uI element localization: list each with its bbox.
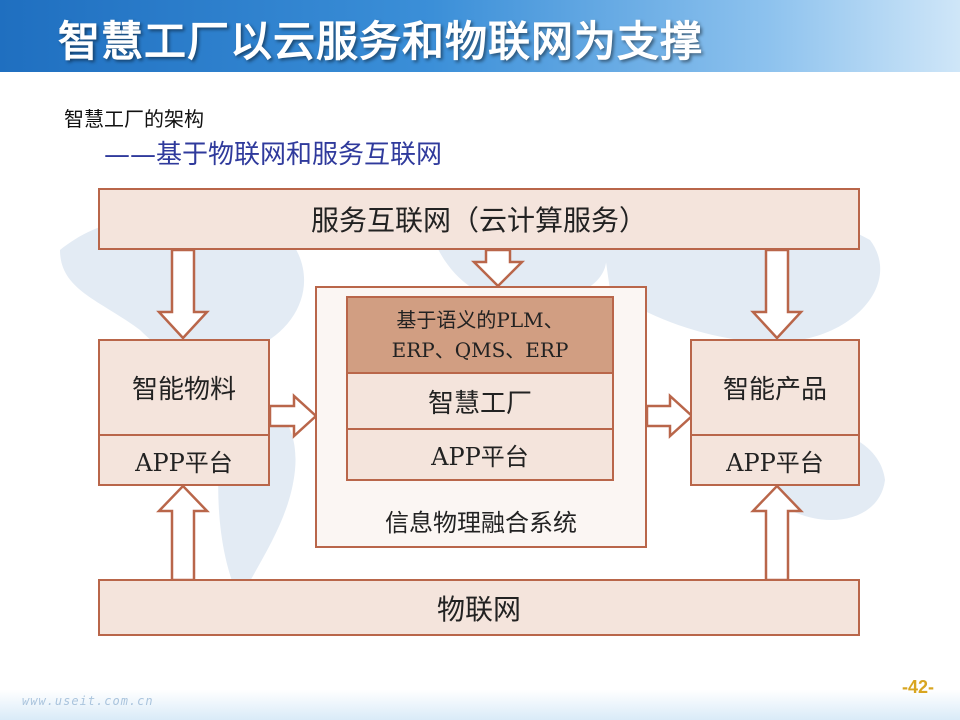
arrow-down-left: [156, 248, 210, 340]
subtitle: 智慧工厂的架构: [64, 107, 204, 131]
slide-title: 智慧工厂以云服务和物联网为支撑: [58, 17, 704, 66]
internet-of-services-box: 服务互联网（云计算服务）: [98, 188, 860, 250]
smart-product-box: 智能产品: [690, 339, 860, 436]
arrow-down-center: [470, 248, 526, 288]
center-app-platform-label: APP平台: [431, 443, 529, 471]
arrow-up-right: [750, 484, 804, 582]
semantic-line-2: ERP、QMS、ERP: [391, 338, 569, 362]
arrow-down-right: [750, 248, 804, 340]
site-watermark: www.useit.com.cn: [22, 694, 154, 708]
right-app-platform-label: APP平台: [726, 448, 824, 477]
left-app-platform-label: APP平台: [135, 448, 233, 477]
smart-material-box: 智能物料: [98, 339, 270, 436]
smart-factory-label: 智慧工厂: [427, 388, 532, 419]
cps-label: 信息物理融合系统: [385, 509, 577, 537]
iot-box: 物联网: [98, 579, 860, 636]
semantic-systems-box: 基于语义的PLM、 ERP、QMS、ERP: [346, 296, 614, 374]
page-number: -42-: [902, 677, 935, 697]
arrow-right-center-to-right: [645, 393, 694, 439]
smart-factory-box: 智慧工厂: [346, 372, 614, 430]
iot-label: 物联网: [436, 592, 521, 626]
footer-bar: [0, 690, 960, 720]
semantic-line-1: 基于语义的PLM、: [396, 308, 564, 332]
smart-material-label: 智能物料: [131, 375, 236, 405]
subtitle-sub: ——基于物联网和服务互联网: [104, 140, 443, 170]
internet-of-services-label: 服务互联网（云计算服务）: [310, 204, 647, 237]
left-app-platform-box: APP平台: [98, 434, 270, 486]
title-bar: [0, 0, 960, 72]
arrow-up-left: [156, 484, 210, 582]
arrow-right-left-to-center: [268, 393, 318, 439]
center-app-platform-box: APP平台: [346, 428, 614, 481]
right-app-platform-box: APP平台: [690, 434, 860, 486]
smart-product-label: 智能产品: [722, 375, 827, 405]
